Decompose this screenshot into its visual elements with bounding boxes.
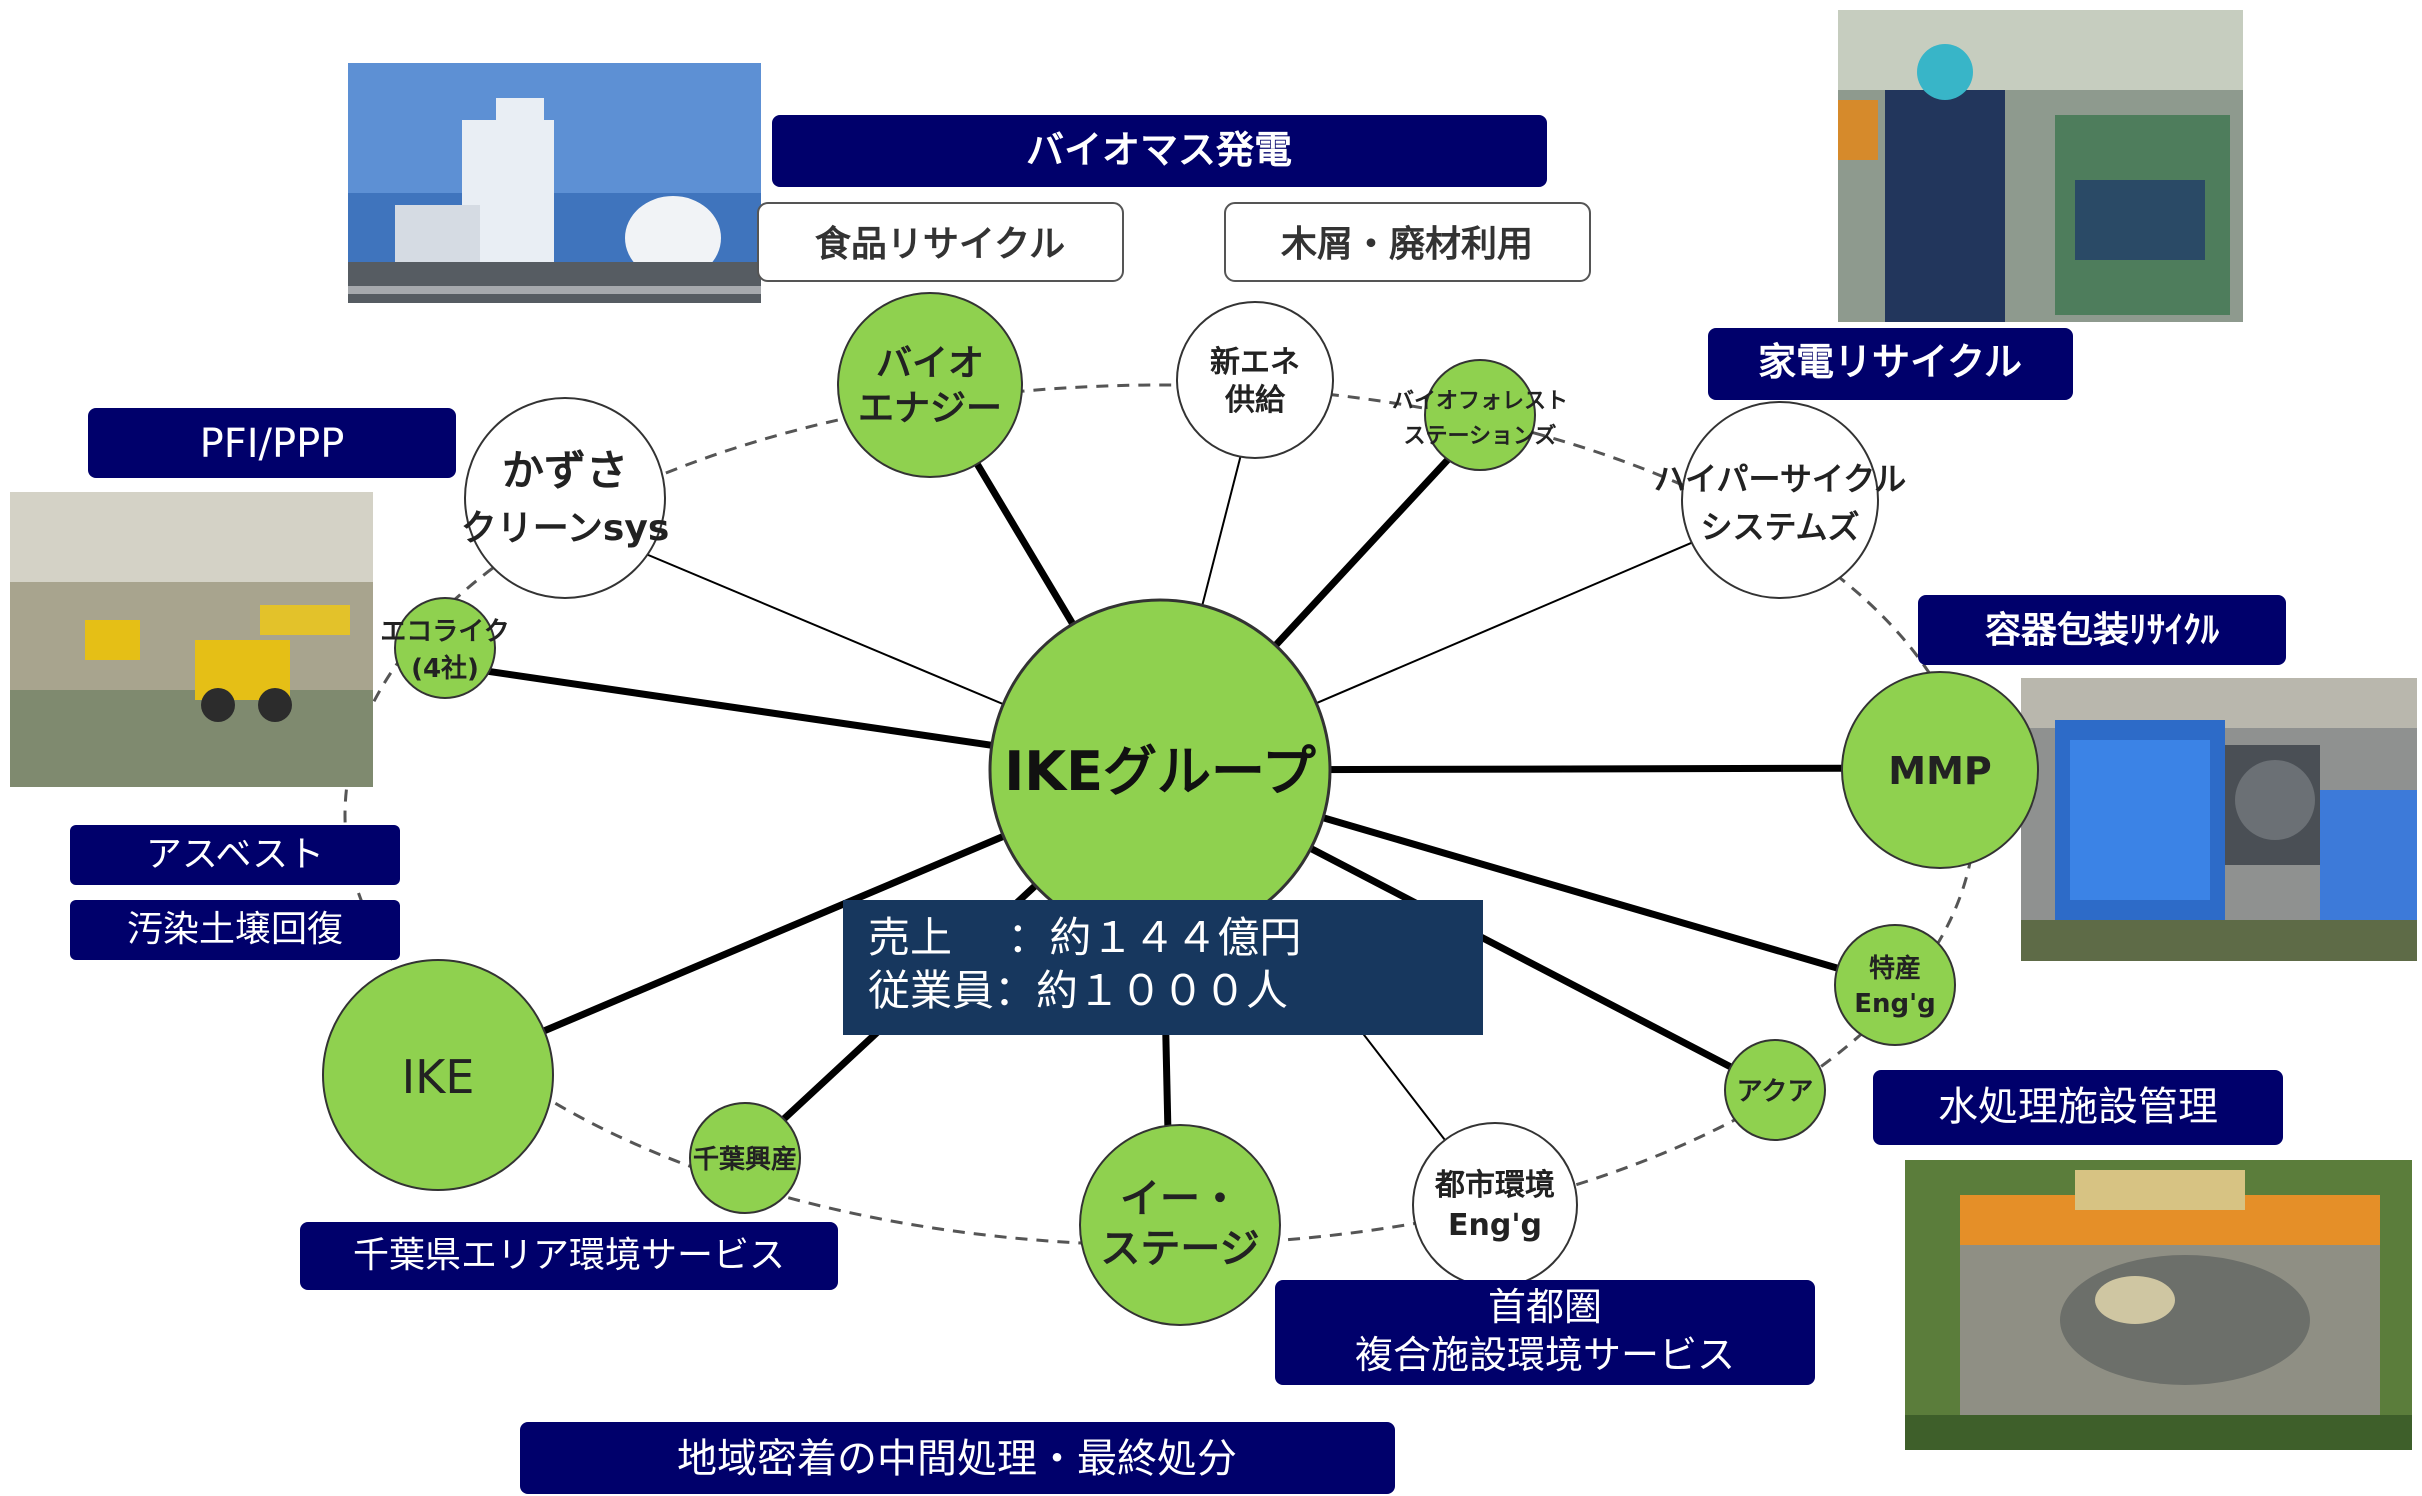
node-bio-energy-line1: バイオ [876,343,984,384]
label-asbestos-text: アスベスト [146,834,324,875]
node-bio-energy[interactable]: バイオ エナジー [837,292,1023,478]
node-hyper-cycle[interactable]: ハイパーサイクル システムズ [1654,401,1906,599]
node-e-stage-line1: イー・ [1120,1176,1240,1222]
center-node-ike-group[interactable]: IKEグループ [988,598,1332,942]
node-tokusan[interactable]: 特産 Eng'g [1834,924,1956,1046]
node-toshi[interactable]: 都市環境 Eng'g [1412,1122,1578,1288]
node-chiba-kosan-label: 千葉興産 [693,1144,797,1175]
node-ike-label: IKE [402,1050,475,1104]
label-soil: 汚染土壌回復 [70,900,400,960]
node-ecoraiku-line2: (4社) [411,653,479,684]
label-kaden-text: 家電リサイクル [1758,340,2022,384]
stats-sales: 売上 ：約１４４億円 [868,913,1301,962]
node-hyper-cycle-line2: システムズ [1700,508,1859,546]
node-bio-forest-line2: ステーションズ [1403,423,1556,449]
node-shin-ene-line1: 新エネ [1210,345,1300,380]
label-local: 地域密着の中間処理・最終処分 [520,1422,1395,1494]
node-kazusa[interactable]: かずさ クリーンsys [461,397,670,599]
label-pfi: PFI/PPP [88,408,456,478]
node-e-stage[interactable]: イー・ ステージ [1079,1124,1281,1326]
label-shutoken-line1: 首都圏 [1488,1285,1602,1329]
node-kazusa-line2: クリーンsys [461,508,670,549]
node-chiba-kosan[interactable]: 千葉興産 [689,1102,801,1214]
node-mmp-label: MMP [1888,749,1991,793]
node-toshi-line2: Eng'g [1448,1208,1542,1243]
label-chiba-area-text: 千葉県エリア環境サービス [353,1235,785,1276]
label-kaden: 家電リサイクル [1708,328,2073,400]
label-water-text: 水処理施設管理 [1938,1084,2218,1130]
node-ecoraiku[interactable]: エコライク (4社) [380,597,510,699]
label-shutoken: 首都圏 複合施設環境サービス [1275,1280,1815,1385]
label-biomass: バイオマス発電 [772,115,1547,187]
node-kazusa-line1: かずさ [502,446,628,495]
node-aqua[interactable]: アクア [1724,1039,1826,1141]
node-shin-ene-line2: 供給 [1224,383,1286,418]
label-shutoken-line2: 複合施設環境サービス [1355,1333,1735,1377]
appliance-recycling-photo [1838,10,2243,322]
label-biomass-text: バイオマス発電 [1026,128,1292,172]
stats-box: 売上 ：約１４４億円 従業員：約１０００人 [843,900,1483,1035]
landfill-aerial-photo [1905,1160,2412,1450]
label-food-recycle: 食品リサイクル [757,202,1124,282]
label-wood-waste-text: 木屑・廃材利用 [1281,224,1533,265]
center-label: IKEグループ [1004,740,1316,803]
node-shin-ene[interactable]: 新エネ 供給 [1176,301,1334,459]
label-wood-waste: 木屑・廃材利用 [1224,202,1591,282]
waste-facility-photo [10,492,373,787]
label-water: 水処理施設管理 [1873,1070,2283,1145]
node-tokusan-line2: Eng'g [1854,989,1935,1019]
label-food-recycle-text: 食品リサイクル [815,224,1065,265]
label-container: 容器包装ﾘｻｲｸﾙ [1918,595,2286,665]
node-bio-energy-line2: エナジー [858,388,1002,429]
biomass-plant-photo [348,63,761,303]
baling-machine-photo [2021,678,2417,961]
stats-employees: 従業員：約１０００人 [868,966,1288,1015]
label-pfi-text: PFI/PPP [200,421,345,467]
node-e-stage-line2: ステージ [1100,1226,1259,1272]
label-container-text: 容器包装ﾘｻｲｸﾙ [1985,610,2220,651]
node-aqua-label: アクア [1737,1077,1814,1107]
node-toshi-line1: 都市環境 [1434,1168,1555,1203]
node-mmp[interactable]: MMP [1841,671,2039,869]
node-hyper-cycle-line1: ハイパーサイクル [1654,460,1906,498]
label-chiba-area: 千葉県エリア環境サービス [300,1222,838,1290]
node-ike[interactable]: IKE [322,959,554,1191]
node-bio-forest[interactable]: バイオフォレスト ステーションズ [1392,359,1568,471]
label-asbestos: アスベスト [70,825,400,885]
node-ecoraiku-line1: エコライク [380,617,509,647]
label-soil-text: 汚染土壌回復 [127,909,343,950]
node-bio-forest-line1: バイオフォレスト [1392,389,1568,414]
label-local-text: 地域密着の中間処理・最終処分 [677,1436,1237,1482]
node-tokusan-line1: 特産 [1869,953,1921,984]
